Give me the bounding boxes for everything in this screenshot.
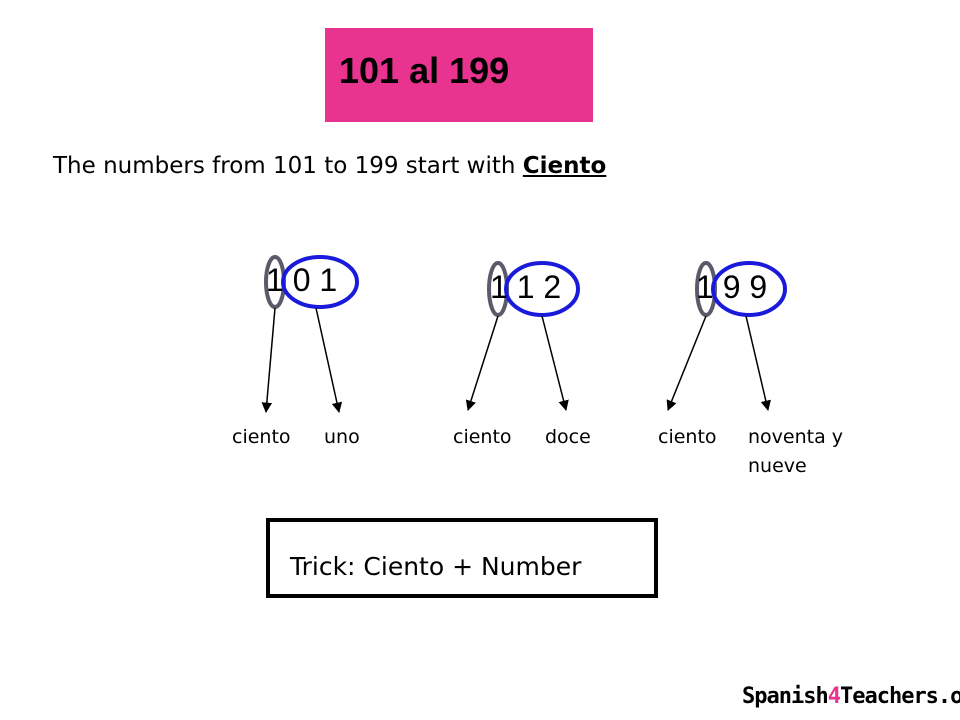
rest-oval-112 [504,261,580,317]
logo-teachers: Teachers.org [839,684,960,709]
site-logo: Spanish4Teachers.org [742,684,960,709]
word-noventa-y: noventa y [748,426,844,448]
word-nueve: nueve [748,455,807,477]
word-ciento-112: ciento [453,426,512,448]
number-101: 1 0 1 [266,262,338,298]
word-ciento-199: ciento [658,426,717,448]
word-ciento-101: ciento [232,426,291,448]
number-112: 1 1 2 [490,269,562,305]
arrow-rest-199 [745,315,771,412]
arrow-ciento-112 [465,315,499,412]
title-banner: 101 al 199 [325,28,593,122]
logo-four: 4 [827,684,841,709]
page-title: 101 al 199 [339,50,510,91]
intro-sentence: The numbers from 101 to 199 start with C… [53,153,606,179]
arrow-ciento-101 [261,307,276,414]
word-doce: doce [545,426,591,448]
intro-keyword: Ciento [522,153,607,179]
trick-text: Trick: Ciento + Number [290,552,582,581]
logo-spanish: Spanish [742,684,829,709]
word-uno: uno [324,426,360,448]
number-199: 1 9 9 [696,269,768,305]
rest-oval-101 [281,255,359,309]
arrow-rest-101 [315,307,343,414]
trick-box: Trick: Ciento + Number [266,518,658,598]
rest-oval-199 [711,261,787,317]
arrow-ciento-199 [666,315,707,411]
intro-text: The numbers from 101 to 199 start with [53,153,516,179]
arrow-rest-112 [541,315,569,412]
